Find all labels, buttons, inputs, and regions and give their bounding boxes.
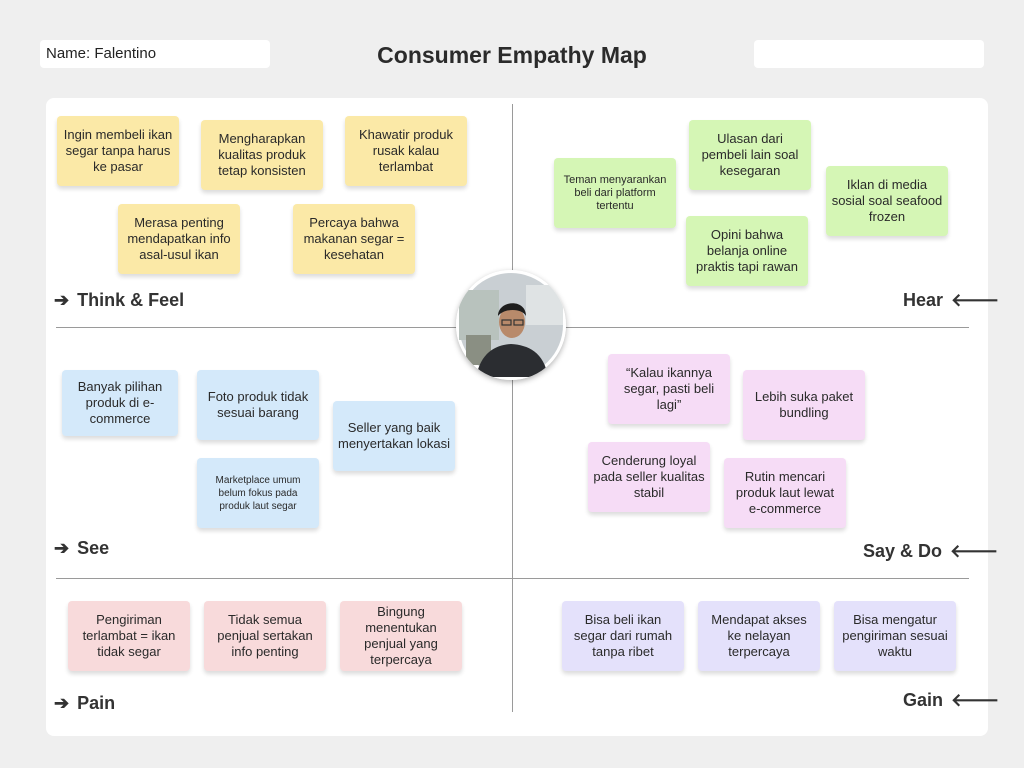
sticky-note[interactable]: Seller yang baik menyertakan lokasi	[333, 401, 455, 471]
sticky-note[interactable]: Ingin membeli ikan segar tanpa harus ke …	[57, 116, 179, 186]
arrow-left-icon: 🡐	[951, 290, 1000, 310]
page-title: Consumer Empathy Map	[377, 42, 647, 68]
label-say-do: Say & Do 🡐	[863, 540, 998, 562]
vertical-divider	[512, 104, 513, 712]
sticky-note[interactable]: Pengiriman terlambat = ikan tidak segar	[68, 601, 190, 671]
sticky-note[interactable]: Iklan di media sosial soal seafood froze…	[826, 166, 948, 236]
label-text: Pain	[77, 693, 116, 713]
person-avatar	[456, 270, 566, 380]
label-text: Gain	[903, 690, 944, 710]
sticky-note[interactable]: Banyak pilihan produk di e-commerce	[62, 370, 178, 436]
sticky-note[interactable]: Khawatir produk rusak kalau terlambat	[345, 116, 467, 186]
name-field[interactable]: Name: Falentino	[40, 40, 270, 68]
sticky-note[interactable]: “Kalau ikannya segar, pasti beli lagi”	[608, 354, 730, 424]
sticky-note[interactable]: Bisa mengatur pengiriman sesuai waktu	[834, 601, 956, 671]
sticky-note[interactable]: Cenderung loyal pada seller kualitas sta…	[588, 442, 710, 512]
label-see: ➔ See	[54, 537, 109, 559]
label-hear: Hear 🡐	[903, 289, 999, 311]
sticky-note[interactable]: Mengharapkan kualitas produk tetap konsi…	[201, 120, 323, 190]
sticky-note[interactable]: Opini bahwa belanja online praktis tapi …	[686, 216, 808, 286]
sticky-note[interactable]: Bingung menentukan penjual yang terperca…	[340, 601, 462, 671]
sticky-note[interactable]: Mendapat akses ke nelayan terpercaya	[698, 601, 820, 671]
sticky-note[interactable]: Ulasan dari pembeli lain soal kesegaran	[689, 120, 811, 190]
arrow-right-icon: ➔	[54, 290, 70, 310]
label-gain: Gain 🡐	[903, 689, 999, 711]
label-think-feel: ➔ Think & Feel	[54, 289, 184, 311]
blank-field[interactable]	[754, 40, 984, 68]
arrow-left-icon: 🡐	[951, 690, 1000, 710]
sticky-note[interactable]: Lebih suka paket bundling	[743, 370, 865, 440]
horizontal-divider-bottom	[56, 578, 969, 579]
empathy-map-board: Ingin membeli ikan segar tanpa harus ke …	[46, 98, 999, 736]
sticky-note[interactable]: Foto produk tidak sesuai barang	[197, 370, 319, 440]
sticky-note[interactable]: Tidak semua penjual sertakan info pentin…	[204, 601, 326, 671]
sticky-note[interactable]: Merasa penting mendapatkan info asal-usu…	[118, 204, 240, 274]
arrow-right-icon: ➔	[54, 538, 70, 558]
sticky-note[interactable]: Teman menyarankan beli dari platform ter…	[554, 158, 676, 228]
sticky-note[interactable]: Percaya bahwa makanan segar = kesehatan	[293, 204, 415, 274]
label-pain: ➔ Pain	[54, 692, 115, 714]
label-text: Hear	[903, 290, 944, 310]
sticky-note[interactable]: Rutin mencari produk laut lewat e-commer…	[724, 458, 846, 528]
sticky-note[interactable]: Bisa beli ikan segar dari rumah tanpa ri…	[562, 601, 684, 671]
arrow-left-icon: 🡐	[950, 541, 999, 561]
sticky-note[interactable]: Marketplace umum belum fokus pada produk…	[197, 458, 319, 528]
person-photo	[456, 270, 566, 380]
arrow-right-icon: ➔	[54, 693, 70, 713]
label-text: Say & Do	[863, 541, 943, 561]
label-text: See	[77, 538, 110, 558]
label-text: Think & Feel	[77, 290, 185, 310]
